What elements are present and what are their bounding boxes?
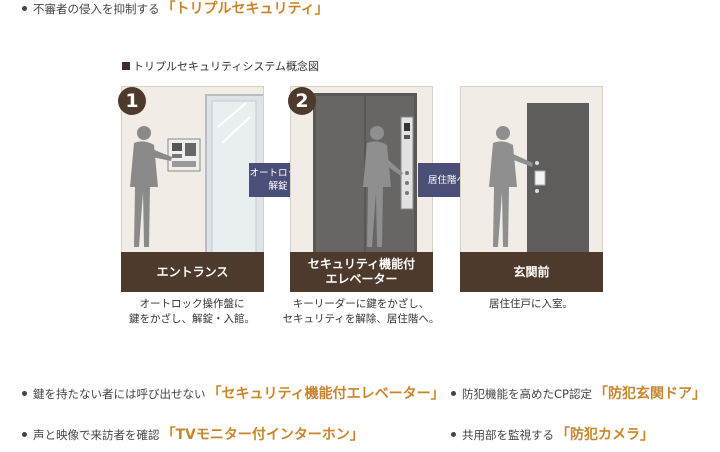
caption-entrance-line2: 鍵をかざし、解錠・入館。 (129, 313, 255, 325)
bullet-dot (22, 6, 27, 11)
bullet-dot (451, 391, 456, 396)
feature-elevator: 鍵を持たない者には呼び出せない 「セキュリティ機能付エレベーター」 (22, 383, 445, 403)
front-door-illustration (489, 103, 589, 258)
top-feature: 不審者の侵入を抑制する 「トリプルセキュリティ」 (22, 0, 329, 18)
bullet-dot (22, 391, 27, 396)
feature-door-text: 防犯機能を高めたCP認定 (462, 387, 592, 401)
top-feature-text: 不審者の侵入を抑制する (33, 2, 160, 16)
step-number-2: 2 (288, 87, 316, 115)
caption-entrance-line1: オートロック操作盤に (139, 298, 245, 310)
panel-elevator (290, 86, 433, 259)
caption-elevator-line2: セキュリティを解除、居住階へ。 (282, 313, 440, 325)
step-number-1: 1 (118, 87, 146, 115)
square-marker-icon (122, 62, 130, 70)
diagram-title-text: トリプルセキュリティシステム概念図 (133, 60, 320, 73)
caption-front-door-line1: 居住住戸に入室。 (489, 298, 573, 310)
arrow-autolock-line1: オートロック (249, 168, 307, 179)
bullet-dot (451, 432, 456, 437)
arrow-autolock-line2: 解錠 (268, 181, 288, 192)
diagram-title: トリプルセキュリティシステム概念図 (122, 58, 319, 74)
panel-front-door (460, 86, 603, 259)
feature-camera: 共用部を監視する 「防犯カメラ」 (451, 424, 654, 444)
feature-door-highlight: 「防犯玄関ドア」 (593, 386, 706, 402)
bullet-dot (22, 432, 27, 437)
feature-elevator-text: 鍵を持たない者には呼び出せない (33, 387, 206, 401)
label-elevator-line2: エレベーター (325, 272, 398, 286)
elevator-illustration (313, 93, 417, 258)
feature-camera-highlight: 「防犯カメラ」 (556, 427, 654, 443)
feature-door: 防犯機能を高めたCP認定 「防犯玄関ドア」 (451, 383, 706, 403)
feature-intercom: 声と映像で来訪者を確認 「TVモニター付インターホン」 (22, 424, 364, 444)
label-front-door: 玄関前 (460, 252, 603, 292)
arrow-residence-floor-label: 居住階へ (418, 174, 476, 187)
arrow-residence-floor-line1: 居住階へ (427, 175, 466, 186)
feature-intercom-text: 声と映像で来訪者を確認 (33, 428, 160, 442)
feature-elevator-highlight: 「セキュリティ機能付エレベーター」 (207, 386, 445, 402)
entrance-illustration (130, 94, 263, 258)
top-feature-highlight: 「トリプルセキュリティ」 (161, 1, 329, 17)
caption-elevator: キーリーダーに鍵をかざし、 セキュリティを解除、居住階へ。 (271, 297, 451, 327)
label-entrance: エントランス (121, 252, 264, 292)
arrow-autolock-label: オートロック 解錠 (249, 167, 307, 193)
label-elevator: セキュリティ機能付 エレベーター (290, 252, 433, 292)
label-elevator-line1: セキュリティ機能付 (307, 257, 416, 271)
caption-front-door: 居住住戸に入室。 (441, 297, 621, 312)
caption-entrance: オートロック操作盤に 鍵をかざし、解錠・入館。 (102, 297, 282, 327)
panel-entrance (121, 86, 264, 259)
feature-camera-text: 共用部を監視する (462, 428, 554, 442)
feature-intercom-highlight: 「TVモニター付インターホン」 (161, 427, 364, 443)
caption-elevator-line1: キーリーダーに鍵をかざし、 (292, 298, 430, 310)
